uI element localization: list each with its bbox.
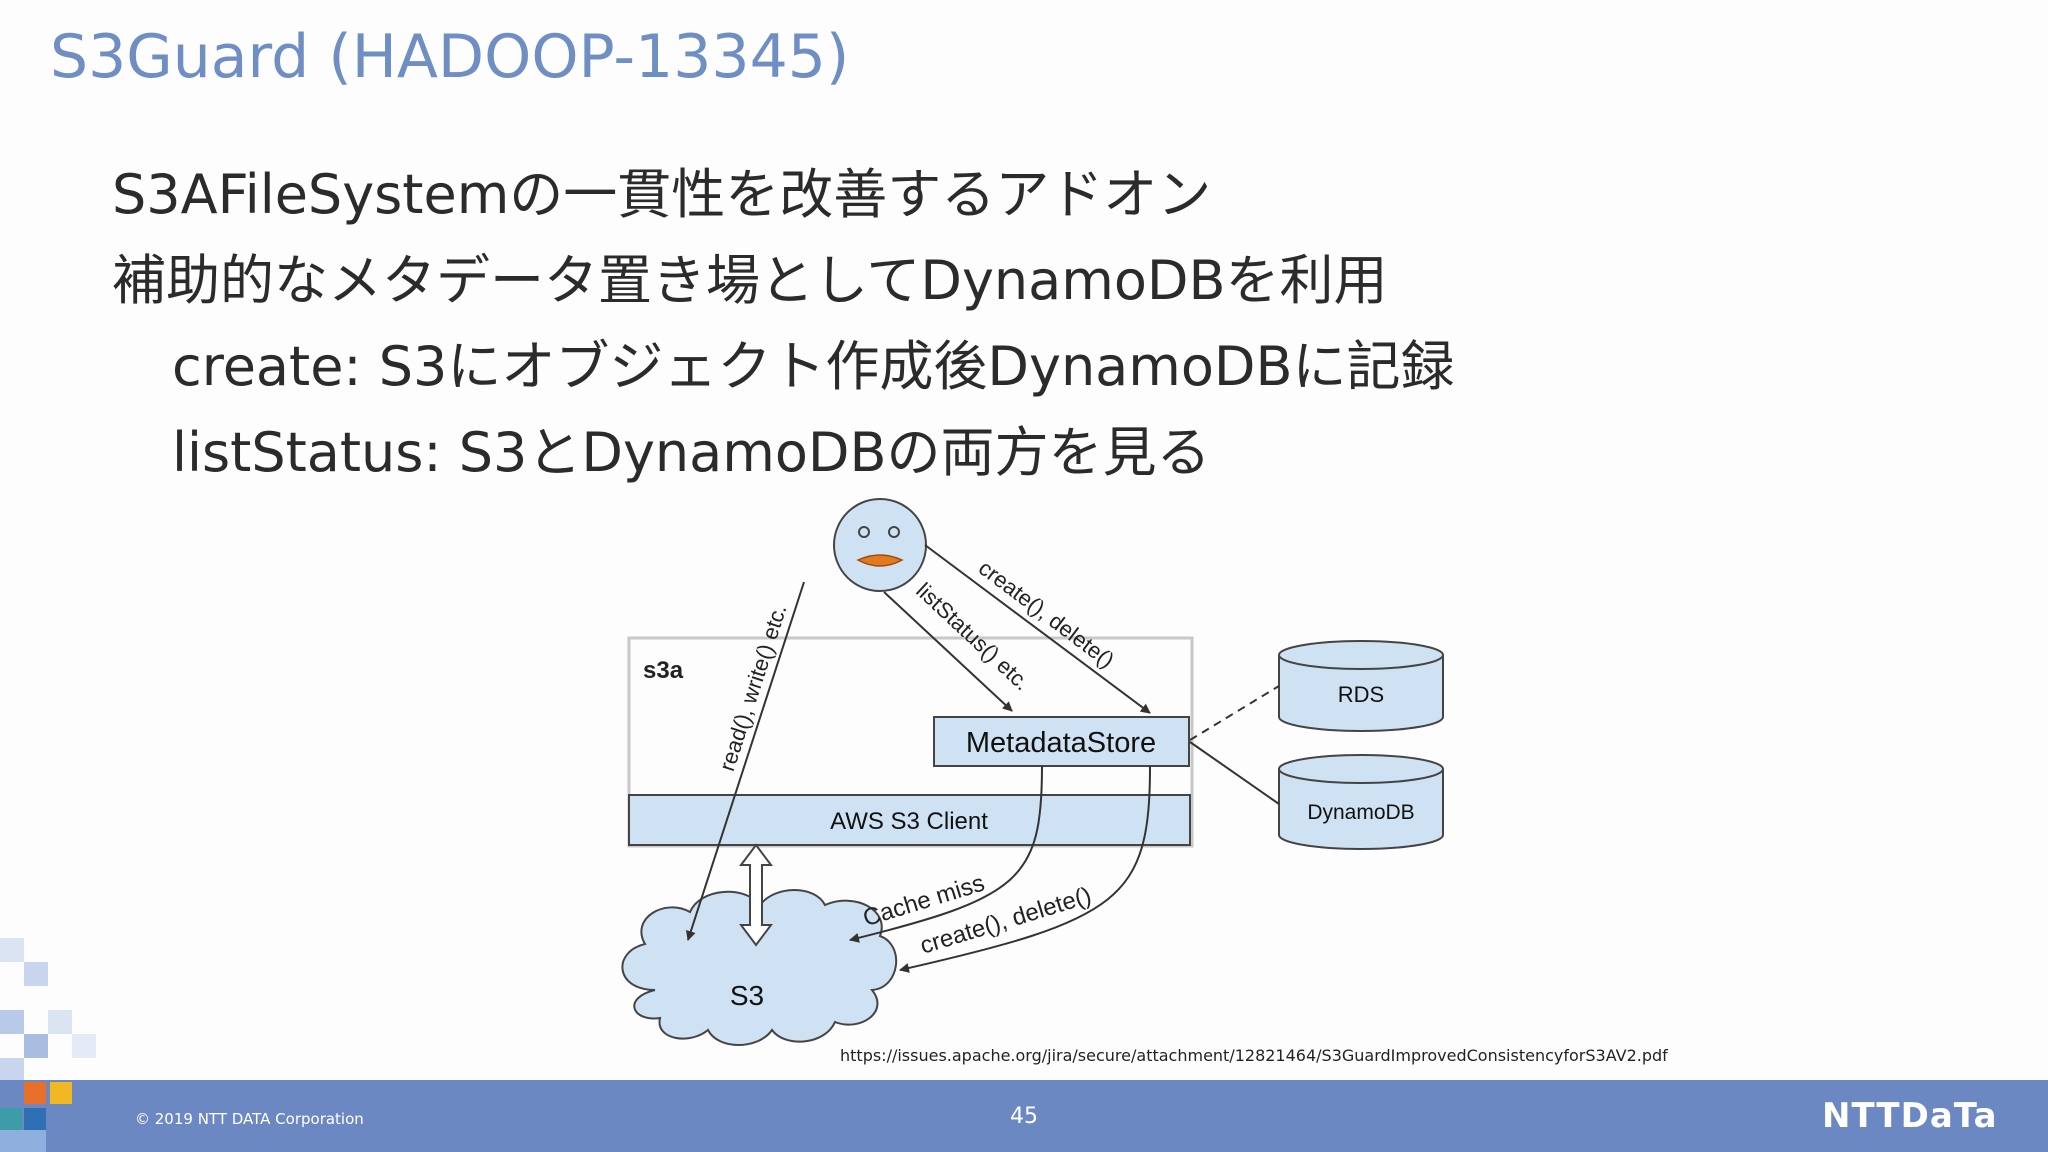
dynamodb-cylinder (1278, 754, 1444, 850)
bullet-1: S3AFileSystemの一貫性を改善するアドオン (112, 163, 1212, 226)
footer-accent-yellow (50, 1082, 72, 1104)
page-number: 45 (1010, 1104, 1038, 1129)
rds-label: RDS (1338, 682, 1384, 707)
aws-s3-client-label: AWS S3 Client (830, 808, 988, 835)
copyright-text: © 2019 NTT DATA Corporation (135, 1110, 364, 1128)
sub-bullet-create: create: S3にオブジェクト作成後DynamoDBに記録 (172, 335, 1455, 398)
footer-accent-blue (24, 1108, 46, 1130)
slide-title: S3Guard (HADOOP-13345) (50, 22, 850, 92)
footer-bar (0, 1080, 2048, 1152)
arrow-create-delete-bottom (899, 765, 1151, 973)
rds-dashed-line (1189, 685, 1280, 741)
source-url: https://issues.apache.org/jira/secure/at… (840, 1046, 1668, 1065)
s3a-label: s3a (643, 657, 684, 684)
client-s3-double-arrow (739, 843, 773, 947)
arrow-read-write (686, 581, 805, 941)
aws-s3-client-box (628, 794, 1191, 846)
s3guard-diagram: s3a AWS S3 Client MetadataStore RDS Dyna… (621, 498, 1444, 1046)
user-smiley-icon (833, 498, 927, 592)
footer-accent-teal (0, 1108, 22, 1130)
label-read-write: read(), write() etc. (714, 601, 791, 774)
bullet-2: 補助的なメタデータ置き場としてDynamoDBを利用 (112, 249, 1388, 312)
metadata-store-label: MetadataStore (966, 727, 1156, 759)
s3-label: S3 (730, 980, 764, 1011)
ntt-data-logo: NTTDaTa (1822, 1096, 1998, 1136)
rds-cylinder (1278, 640, 1444, 732)
metadata-store-box (933, 716, 1190, 767)
footer-accent-light (0, 1130, 46, 1152)
arrow-cache-miss (849, 765, 1043, 943)
dynamodb-line (1189, 741, 1280, 805)
arrow-create-delete-top (924, 544, 1151, 714)
dynamodb-label: DynamoDB (1307, 801, 1414, 824)
arrow-list-status (883, 591, 1013, 712)
footer-accent-orange (24, 1082, 46, 1104)
sub-bullet-liststatus: listStatus: S3とDynamoDBの両方を見る (172, 421, 1211, 484)
